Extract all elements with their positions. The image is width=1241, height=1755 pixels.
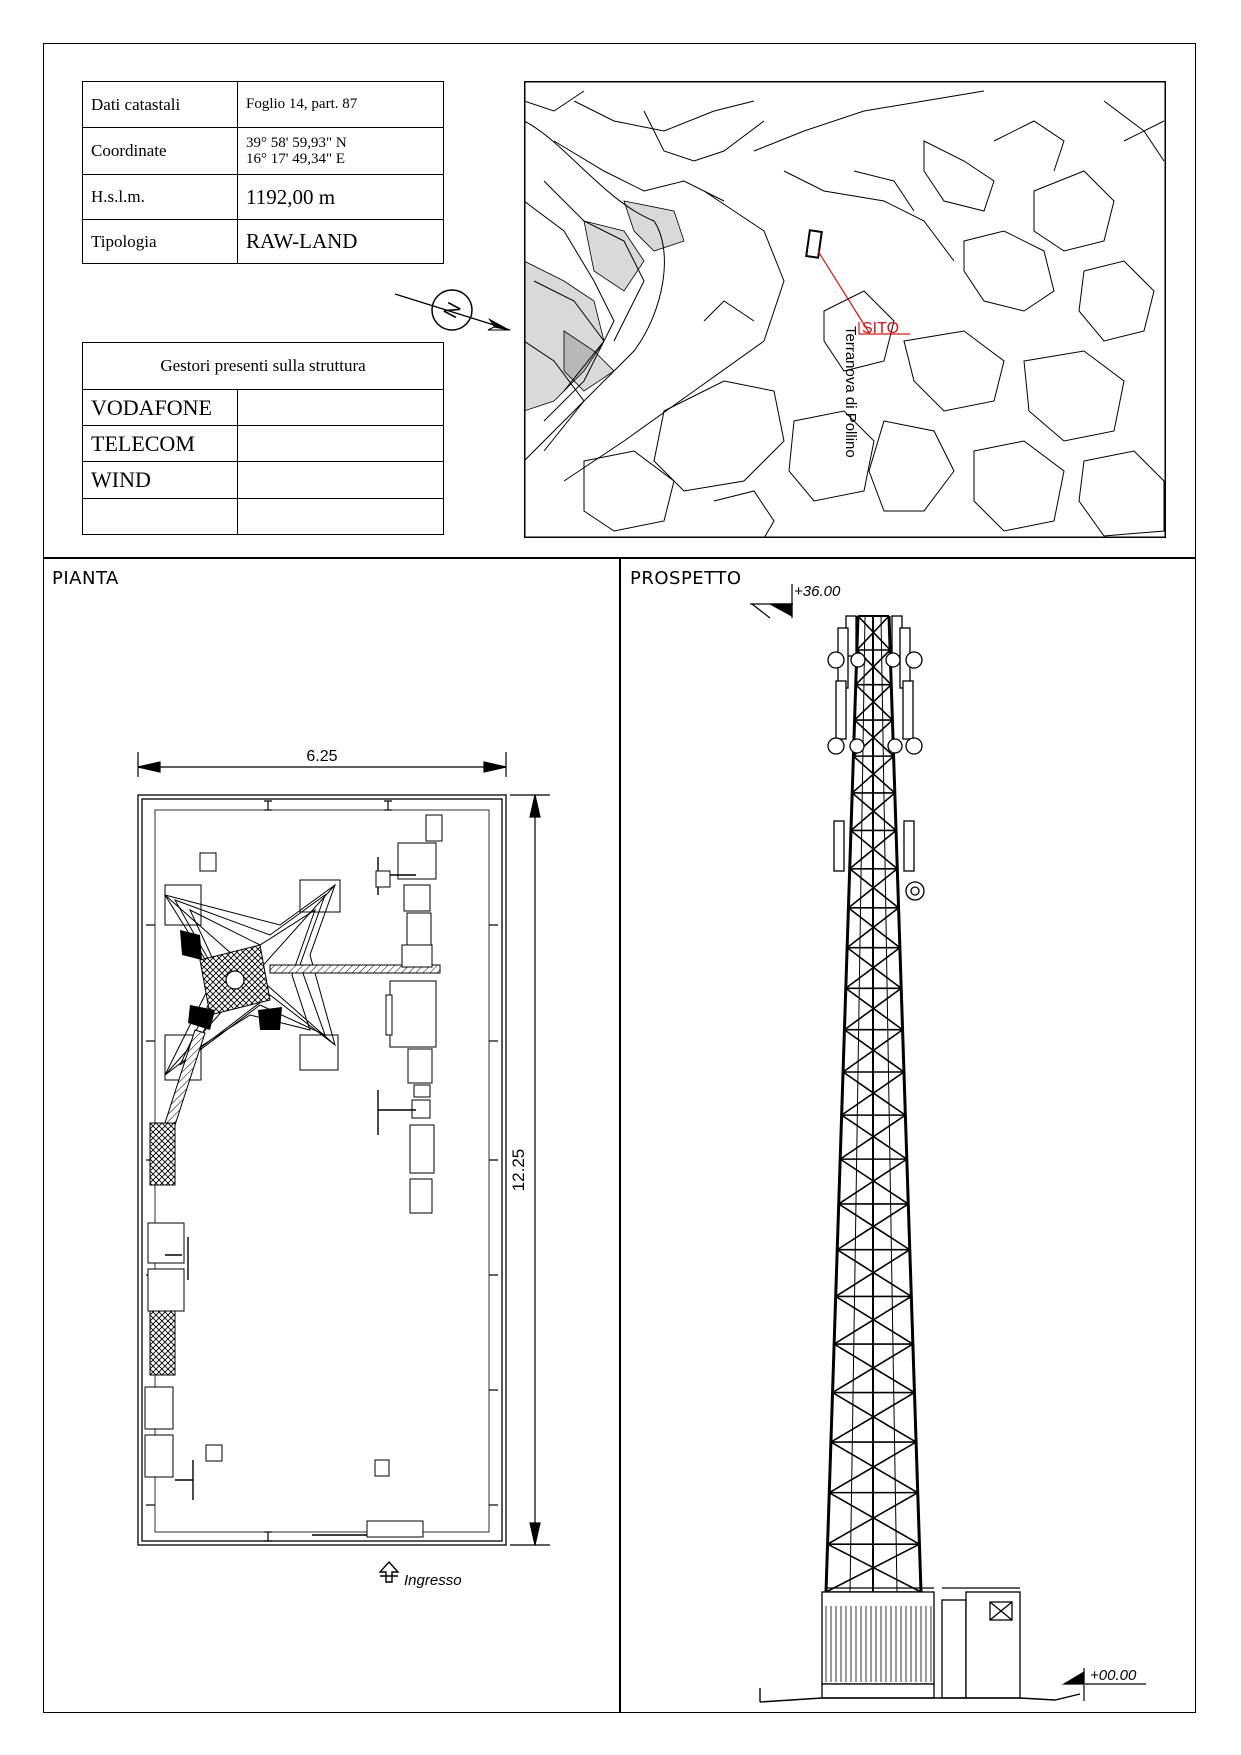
latitude: 39° 58' 59,93" N: [246, 135, 347, 151]
operators-table: Gestori presenti sulla struttura VODAFON…: [82, 342, 444, 535]
entrance-label: Ingresso: [404, 1572, 462, 1589]
brace-member: [830, 1441, 919, 1494]
brace-member: [856, 615, 890, 651]
elevation-title: PROSPETTO: [630, 568, 742, 589]
tower-base-shelter: [821, 1587, 1021, 1699]
brace-member: [854, 684, 892, 721]
top-level-marker: [750, 584, 793, 619]
brace-member: [835, 1249, 911, 1298]
brace-member: [846, 907, 900, 949]
height-value: 12.25: [509, 1149, 528, 1192]
operator-empty: [82, 498, 238, 535]
microwave-dishes: [827, 651, 925, 901]
north-letter: N: [440, 299, 466, 322]
brace-member: [832, 1343, 914, 1394]
brace-member: [832, 1391, 917, 1443]
typology-value: RAW-LAND: [237, 219, 444, 264]
brace-member: [838, 1203, 911, 1251]
brace-member: [850, 792, 896, 832]
brace-member: [845, 947, 901, 989]
brace-member: [843, 1029, 905, 1073]
urban-area: [524, 90, 765, 462]
operator-cell: [237, 461, 444, 499]
width-dimension: [137, 752, 507, 777]
brace-member: [841, 1114, 908, 1160]
brace-member: [828, 1491, 920, 1545]
typology-label: Tipologia: [82, 219, 238, 264]
brace-member: [851, 792, 897, 832]
brace-member: [838, 1158, 908, 1205]
section-divider-vertical: [619, 557, 621, 1713]
brace-member: [849, 829, 897, 870]
brace-member: [836, 1203, 909, 1251]
base-level-marker: [1061, 1668, 1146, 1701]
brace-member: [833, 1295, 912, 1345]
brace-member: [842, 1029, 904, 1073]
antenna-supports: [165, 857, 416, 1536]
terrain-contours: [563, 90, 1165, 538]
width-value: 6.25: [306, 748, 337, 765]
longitude: 16° 17' 49,34" E: [246, 151, 345, 167]
brace-member: [847, 868, 898, 909]
brace-member: [839, 1114, 906, 1160]
entrance-arrow-icon: [378, 1560, 400, 1583]
operator-cell: [237, 498, 444, 535]
brace-member: [830, 1391, 915, 1443]
lattice-tower: [824, 615, 923, 1593]
altitude-label: H.s.l.m.: [82, 174, 238, 220]
site-marker: SITO: [805, 229, 910, 337]
brace-member: [855, 649, 891, 686]
urban-area-dense: [524, 200, 685, 412]
operator-vodafone: VODAFONE: [82, 389, 238, 426]
site-label: SITO: [862, 320, 899, 337]
brace-member: [854, 719, 895, 757]
tower-elevation-drawing: +36.00: [750, 583, 1146, 1703]
town-label: Terranova di Pollino: [842, 326, 859, 458]
tower-base-mesh: [180, 930, 282, 1030]
brace-member: [825, 1543, 920, 1593]
brace-member: [855, 684, 893, 721]
ground-line: [759, 1688, 1081, 1703]
equipment-cabinets: [144, 814, 443, 1538]
site-plan-drawing: 6.25 12.25: [137, 748, 550, 1546]
coordinates-label: Coordinate: [82, 127, 238, 175]
cable-trays: [149, 964, 441, 1376]
brace-member: [842, 1071, 906, 1116]
brace-member: [852, 755, 896, 794]
grounding-symbols: [199, 852, 391, 1477]
altitude-value: 1192,00 m: [237, 174, 444, 220]
brace-member: [843, 987, 902, 1031]
base-level-value: +00.00: [1090, 1667, 1137, 1684]
top-level-value: +36.00: [794, 583, 841, 600]
brace-member: [835, 1295, 914, 1345]
brace-member: [828, 1441, 917, 1494]
operator-telecom: TELECOM: [82, 425, 238, 462]
cadastral-label: Dati catastali: [82, 81, 238, 128]
north-arrow-icon: N: [394, 289, 511, 331]
operators-header: Gestori presenti sulla struttura: [82, 342, 444, 390]
brace-member: [857, 615, 891, 651]
location-map: SITO Terranova di Pollino: [524, 81, 1166, 538]
operator-cell: [237, 389, 444, 426]
coordinates-value: 39° 58' 59,93" N 16° 17' 49,34" E: [237, 127, 444, 175]
brace-member: [833, 1343, 915, 1394]
brace-member: [845, 987, 904, 1031]
brace-member: [839, 1158, 909, 1205]
cadastral-value: Foglio 14, part. 87: [237, 81, 444, 128]
height-dimension: [510, 794, 550, 1546]
brace-member: [827, 1491, 919, 1545]
operator-wind: WIND: [82, 461, 238, 499]
perimeter-fence: [137, 794, 507, 1546]
brace-member: [841, 1071, 905, 1116]
site-info-table: Dati catastali Foglio 14, part. 87 Coord…: [82, 81, 444, 264]
brace-member: [836, 1249, 912, 1298]
brace-member: [851, 755, 895, 794]
brace-member: [846, 947, 902, 989]
plan-title: PIANTA: [52, 568, 119, 589]
operator-cell: [237, 425, 444, 462]
